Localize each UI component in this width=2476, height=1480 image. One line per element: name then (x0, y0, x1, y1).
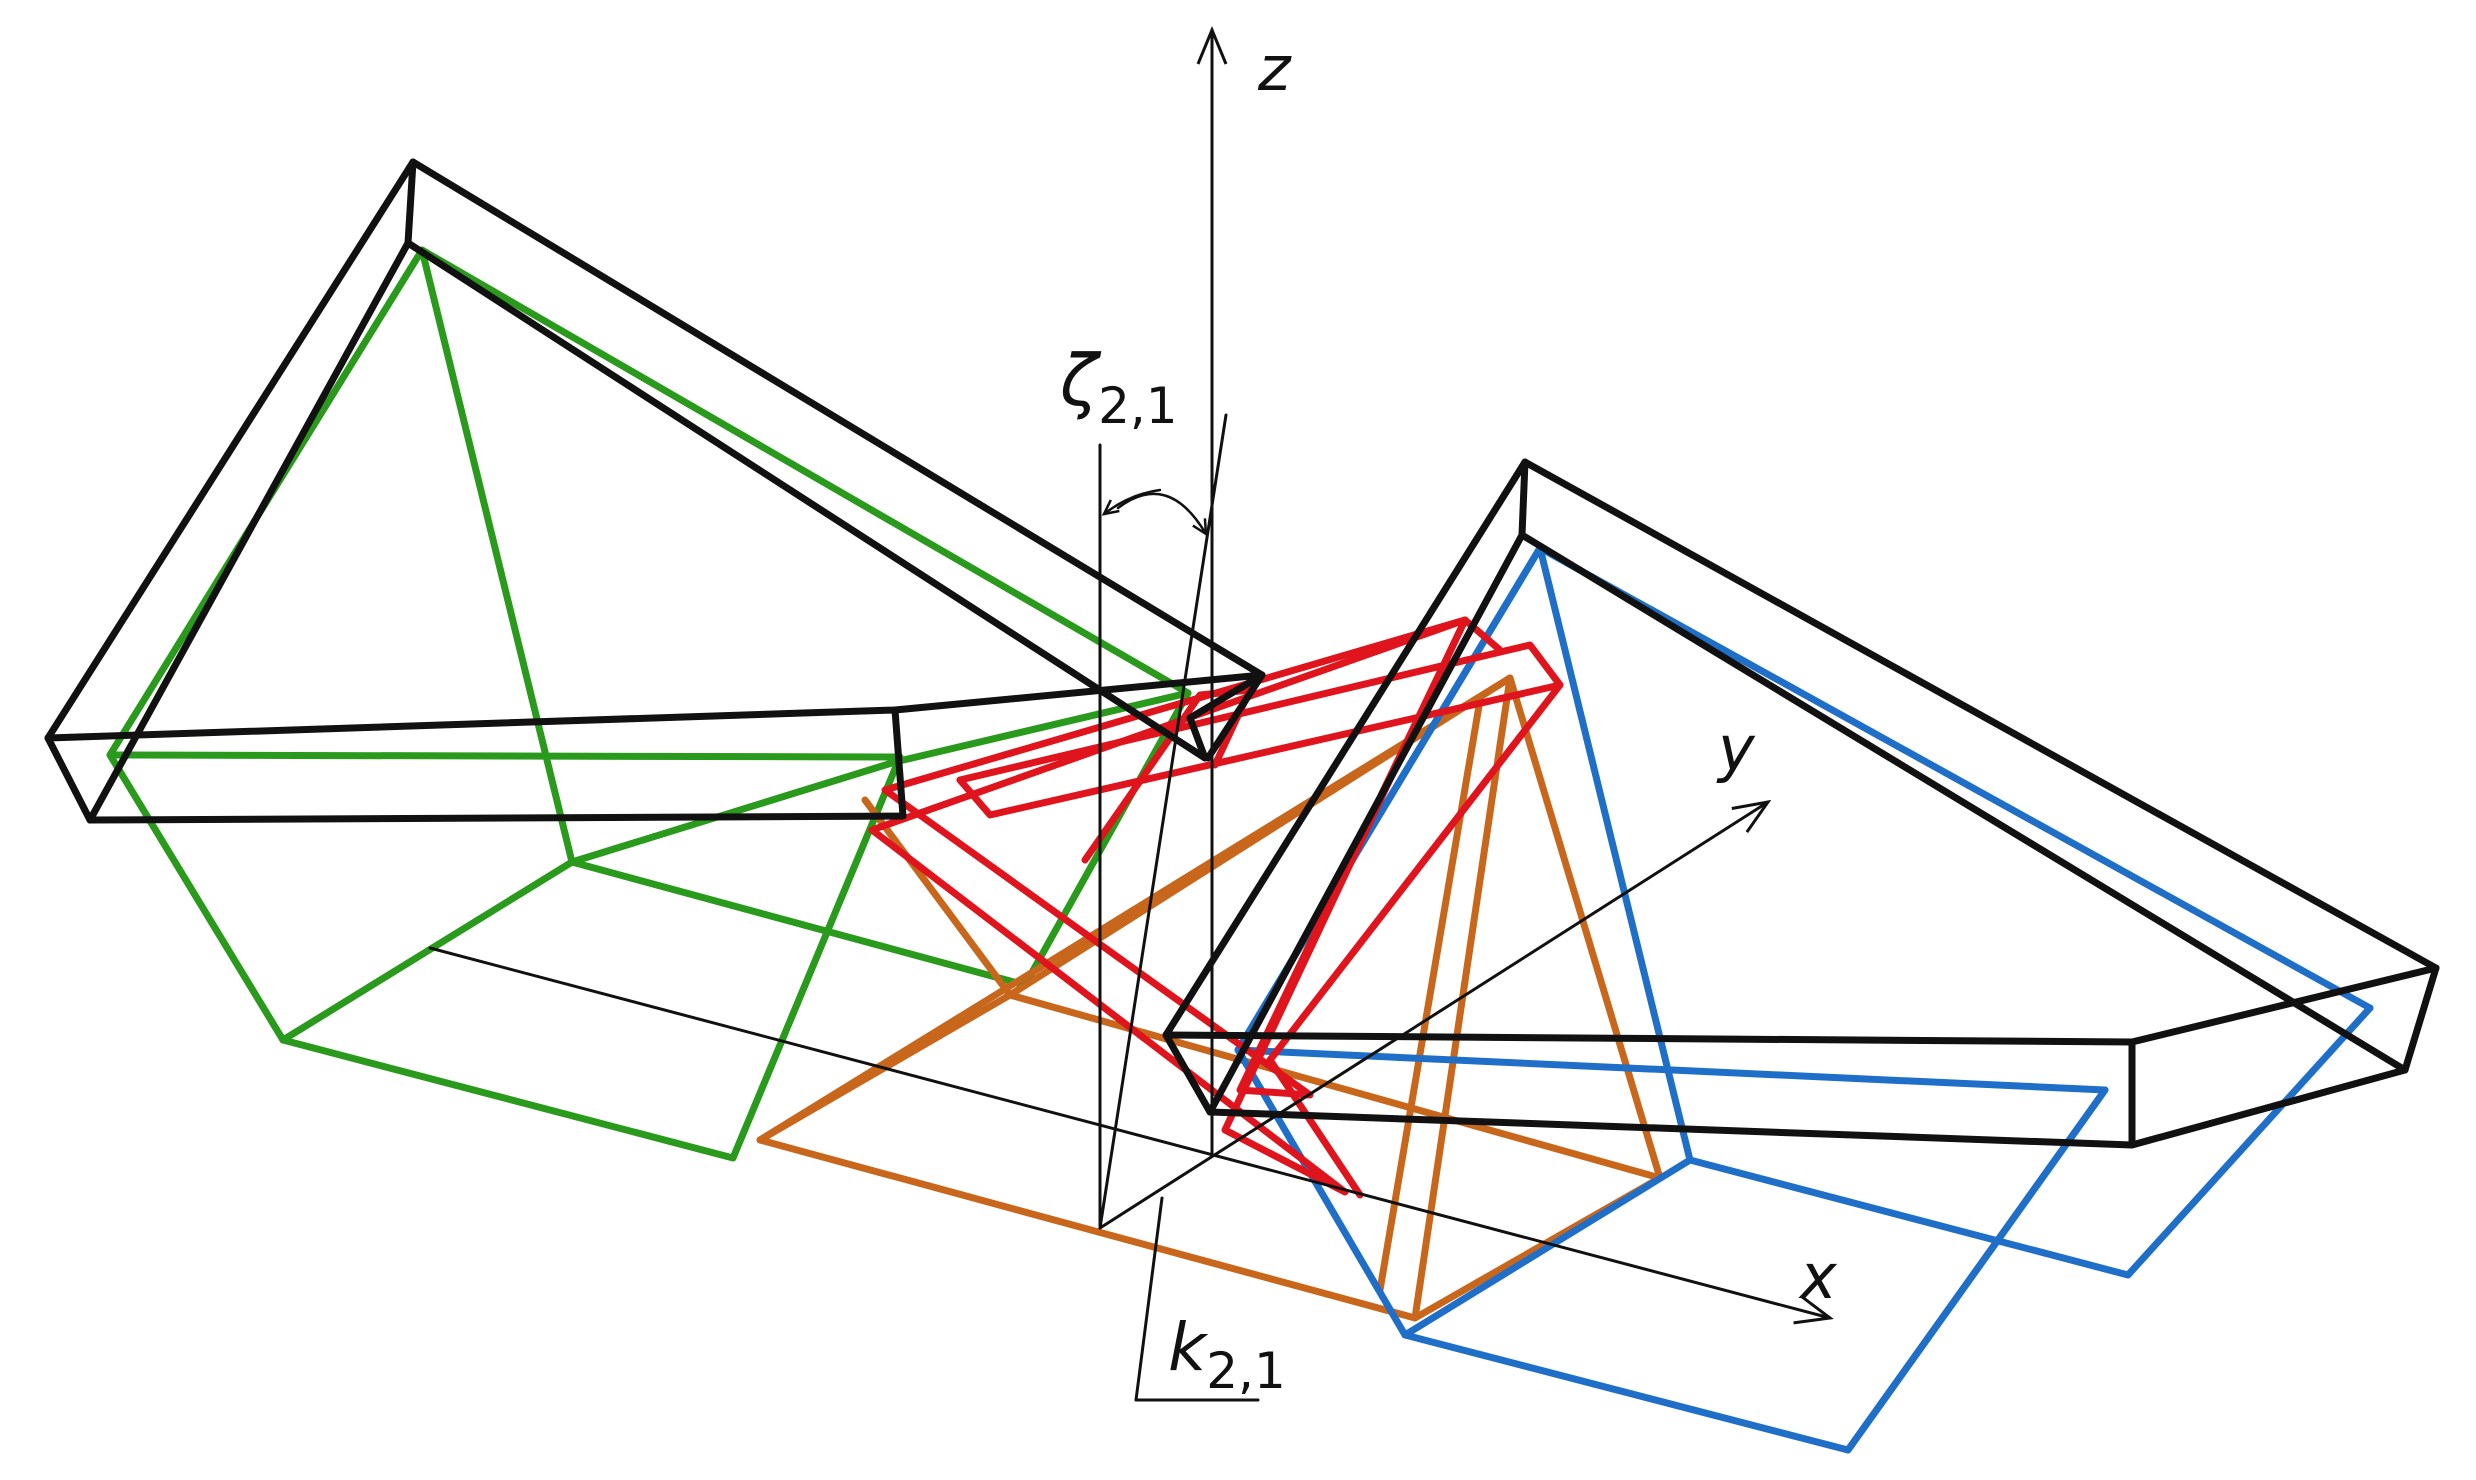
right-plate-inner-edge (1162, 964, 2440, 1046)
zeta-angle-arc (1116, 492, 1208, 537)
x-axis-label: x (1798, 1240, 1838, 1313)
right-plate-lower-edge (1206, 531, 2409, 1149)
orange-pyramid-outline (756, 674, 1664, 1322)
orange-pyramid-edge-b (756, 674, 1514, 1144)
y-axis-label: y (1716, 712, 1756, 785)
blue-pyramid-edge-b (1844, 1086, 2109, 1454)
green-pyramid-top-edge (418, 246, 1192, 697)
axes (428, 26, 1834, 1402)
left-plate-inner-edge (44, 671, 1266, 742)
red-link-5 (1081, 686, 1254, 864)
blue-pyramid-lower-rim (1234, 1046, 2109, 1454)
left-plate (44, 158, 1266, 824)
green-pyramid-upper-edges (106, 246, 1192, 866)
x-axis (428, 946, 1834, 1325)
left-plate-notch (1186, 671, 1266, 762)
right-plate-thickness (1162, 1031, 2136, 1149)
green-pyramid-lower-rim (106, 751, 904, 1162)
k-leader-vertical (1134, 1196, 1164, 1402)
red-links (868, 616, 1564, 1199)
blue-pyramid-top-edge (1536, 544, 2374, 1012)
zeta-label: ζ2,1 (1059, 340, 1178, 435)
orange-pyramid-edge-d (861, 796, 1014, 999)
right-plate (1162, 458, 2440, 1149)
left-plate-vertical-edge (404, 158, 417, 247)
zeta-angle-arc-start (1101, 488, 1162, 516)
left-plate-thickness-left (44, 706, 907, 824)
green-pyramid-diagonal (279, 858, 576, 1044)
blue-pyramid-edge-a (1401, 1156, 1694, 1339)
orange-pyramid-edge-c (1006, 991, 1664, 1182)
k-subscript: 2,1 (1206, 1342, 1286, 1400)
y-axis (1098, 799, 1772, 1230)
red-link-4 (956, 681, 1564, 819)
k-label: k2,1 (1168, 1309, 1286, 1400)
k-symbol: k (1168, 1309, 1209, 1386)
right-plate-top-outline (1162, 458, 2440, 1074)
left-plate-top-outline (44, 158, 1266, 762)
zeta-subscript: 2,1 (1098, 377, 1178, 435)
orange-pyramid-edge-e (1376, 696, 1484, 1294)
red-link-2 (881, 616, 1469, 1099)
right-plate-vertical-edge (1518, 458, 1529, 539)
tilted-axis (1098, 413, 1228, 1230)
zeta-symbol: ζ (1059, 340, 1102, 422)
z-axis-label: z (1257, 32, 1292, 105)
labels: z y x ζ2,1 k2,1 (1059, 32, 1838, 1400)
